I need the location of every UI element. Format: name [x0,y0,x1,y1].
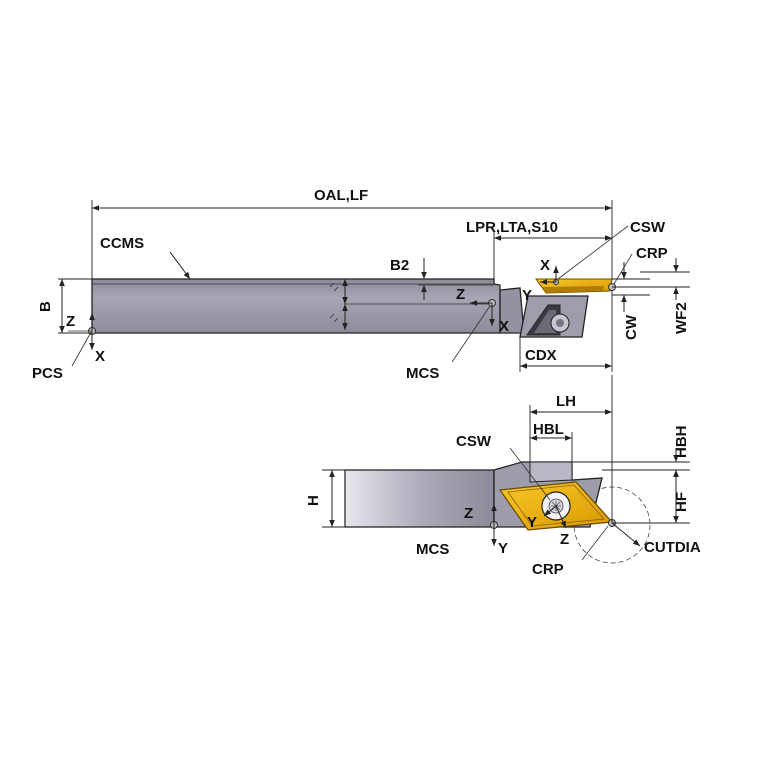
side-view [322,375,690,564]
label-z-mcs-bottom: Z [464,505,473,522]
label-y-insert: Y [522,287,532,304]
label-z-mcs-top: Z [456,286,465,303]
label-oal-lf: OAL,LF [314,187,368,204]
label-y-mcs-bottom: Y [498,540,508,557]
label-cutdia: CUTDIA [644,539,701,556]
top-view [58,200,690,372]
label-hf: HF [673,492,690,512]
label-csw-bottom: CSW [456,433,492,450]
label-z-insert-bottom: Z [560,531,569,548]
label-lh: LH [556,393,576,410]
label-b2: B2 [390,257,409,274]
labels: OAL,LF LPR,LTA,S10 CCMS CSW CRP B2 B Z X… [32,187,701,578]
ccms-leader [169,251,191,280]
label-hbl: HBL [533,421,564,438]
label-csw-top: CSW [630,219,666,236]
label-crp-bottom: CRP [532,561,564,578]
label-cdx: CDX [525,347,557,364]
label-ccms: CCMS [100,235,144,252]
label-mcs-bottom: MCS [416,541,449,558]
label-x-mcs-top: X [499,318,509,335]
label-b: B [37,301,54,312]
shank-top-body [91,278,501,334]
label-crp-top: CRP [636,245,668,262]
label-cw: CW [623,314,640,340]
label-x-pcs: X [95,348,105,365]
label-mcs-top: MCS [406,365,439,382]
label-hbh: HBH [673,426,690,459]
label-wf2: WF2 [673,302,690,334]
label-y-insert-bottom: Y [527,514,537,531]
label-pcs: PCS [32,365,63,382]
label-x-insert: X [540,257,550,274]
label-z-pcs: Z [66,313,75,330]
label-h: H [305,495,322,506]
label-lpr-lta-s10: LPR,LTA,S10 [466,219,558,236]
